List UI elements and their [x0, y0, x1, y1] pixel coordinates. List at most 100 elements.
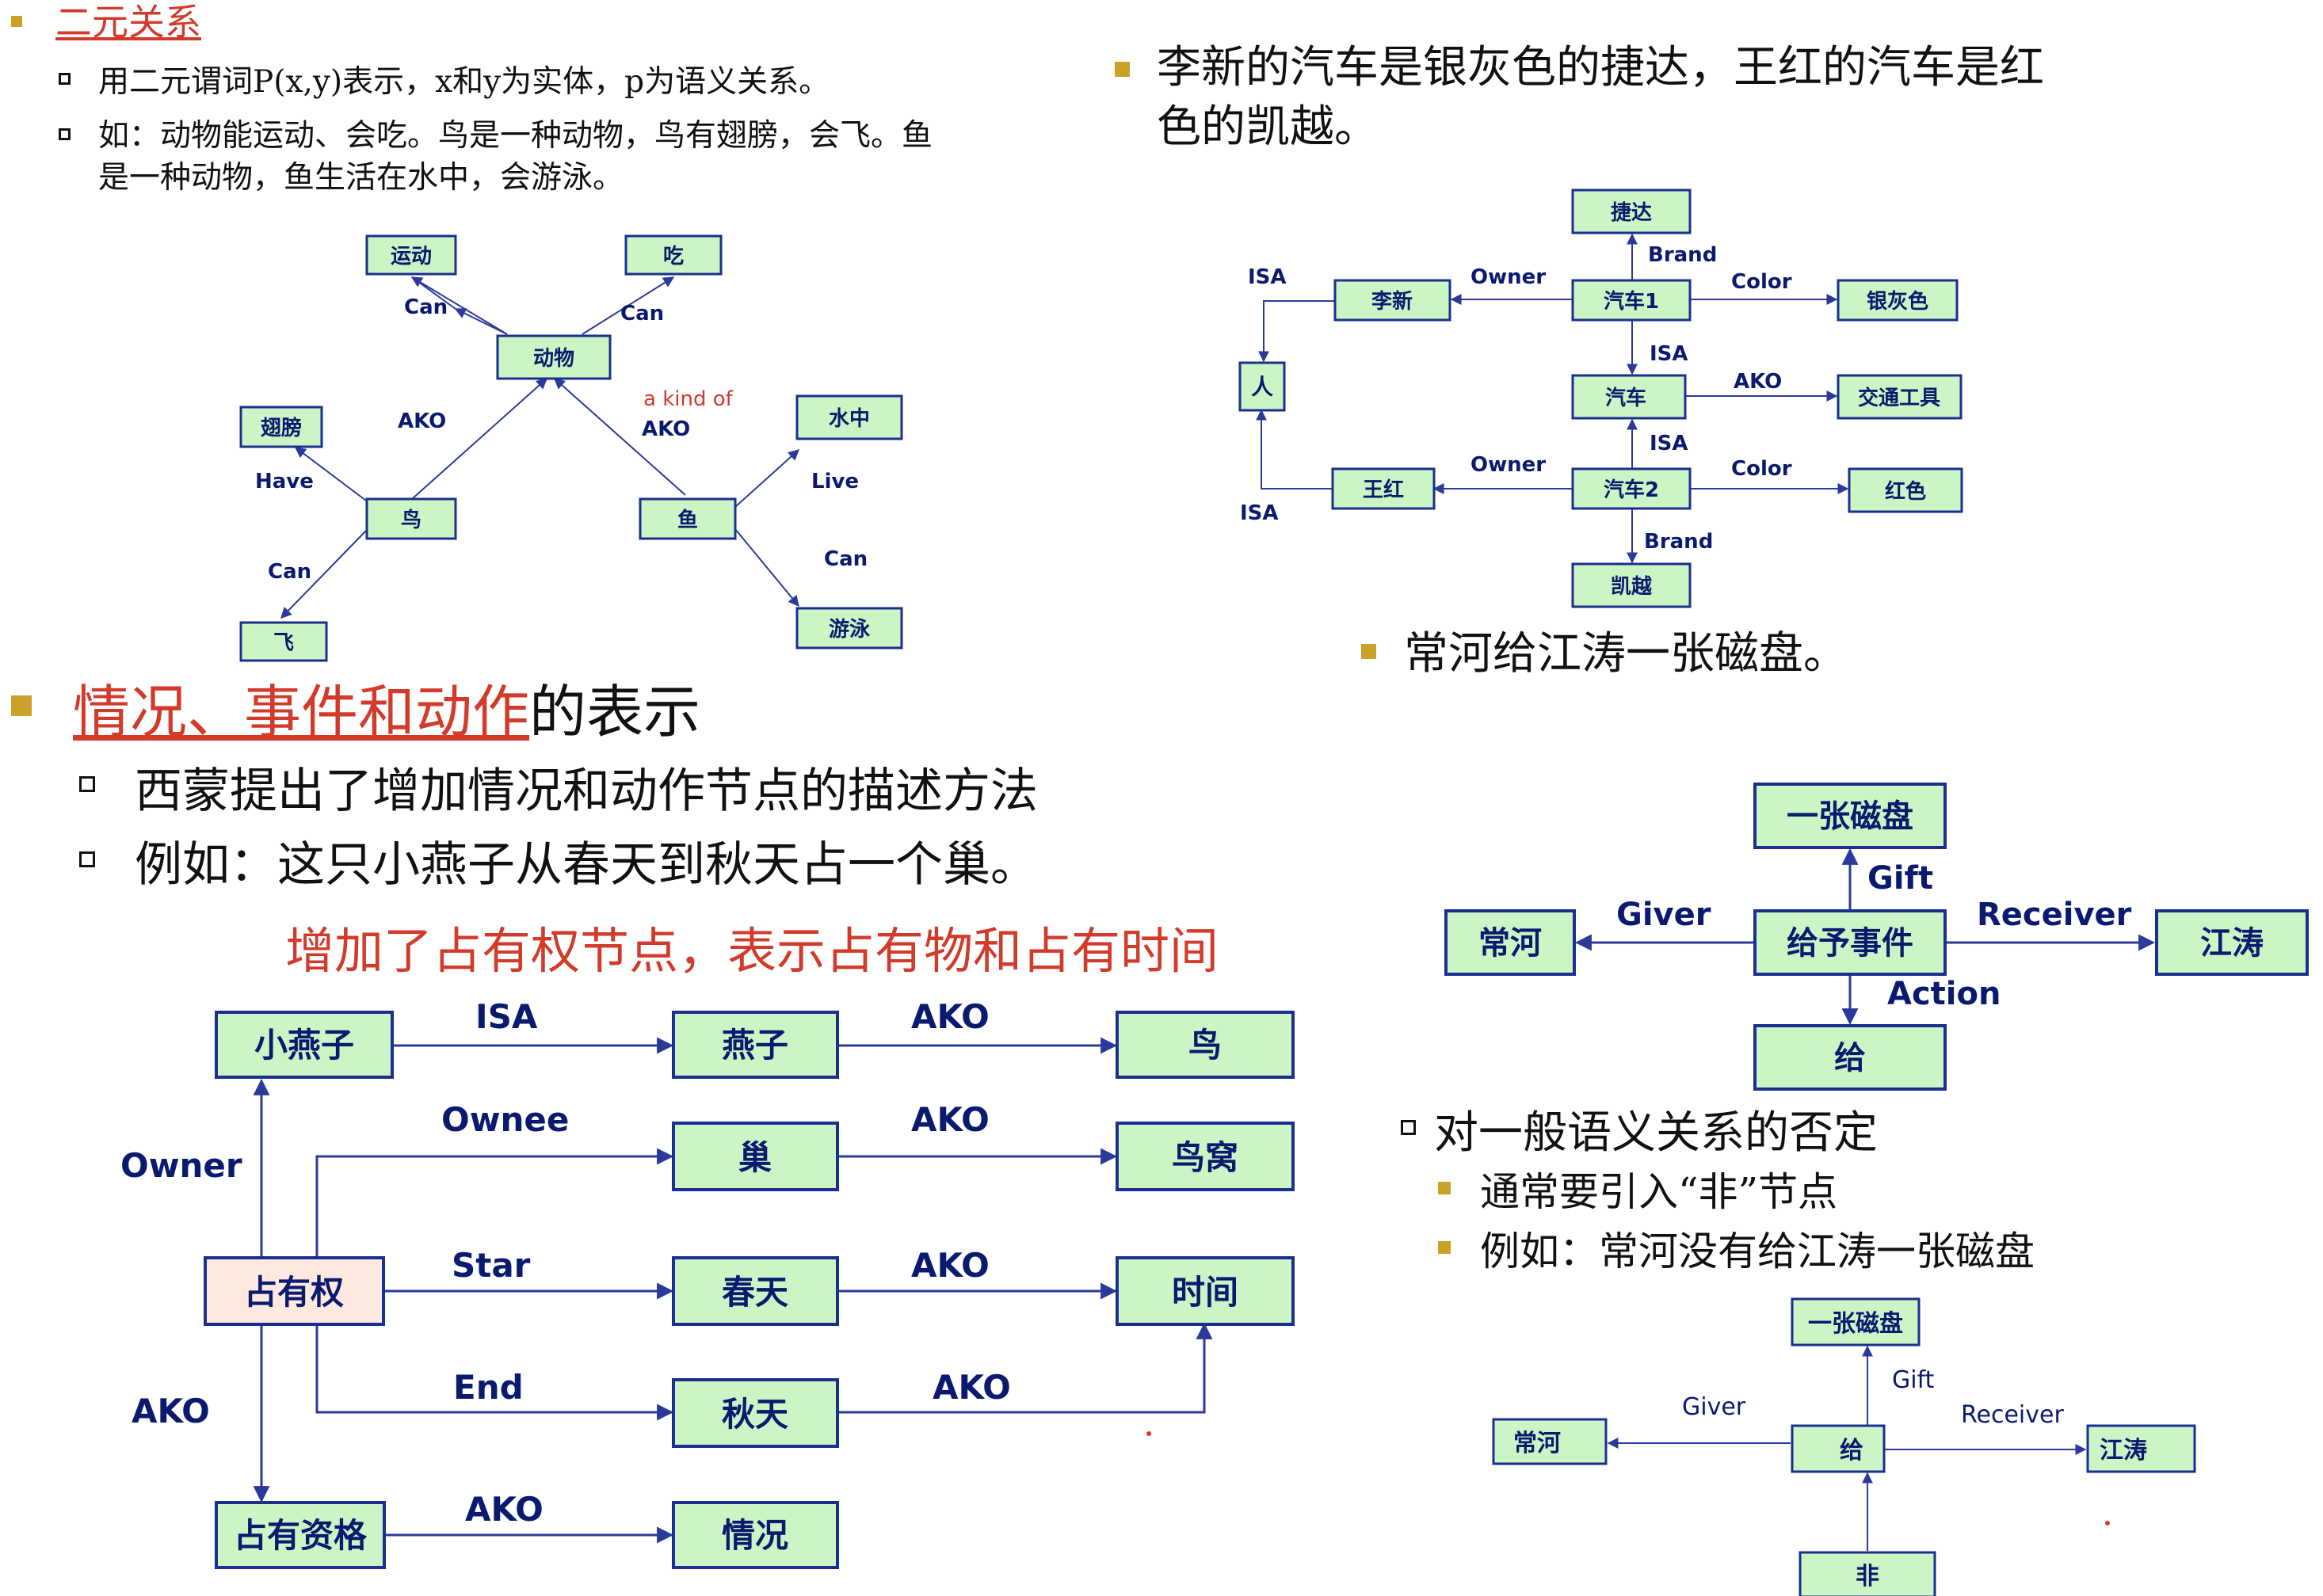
edge-label-star: Star [452, 1246, 531, 1285]
svg-text:银灰色: 银灰色 [1867, 289, 1928, 314]
list-item: 如：动物能运动、会吃。鸟是一种动物，鸟有翅膀，会飞。鱼 [98, 118, 933, 154]
bullet-checkbox [1401, 1120, 1416, 1135]
svg-text:动物: 动物 [533, 347, 574, 371]
node-animal: 动物 [496, 334, 612, 380]
node-vehicle: 交通工具 [1837, 374, 1963, 420]
edge-label-color: Color [1731, 457, 1792, 481]
edge [734, 528, 799, 608]
edge-label-ako: AKO [642, 417, 690, 441]
edge-label-isa: ISA [1650, 432, 1688, 455]
bullet-square [11, 16, 22, 27]
list-item-continuation: 是一种动物，鱼生活在水中，会游泳。 [98, 160, 624, 196]
svg-text:给: 给 [1840, 1437, 1863, 1465]
svg-text:汽车1: 汽车1 [1604, 289, 1659, 314]
node-time: 时间 [1116, 1256, 1295, 1326]
edge-label-gift: Gift [1892, 1366, 1935, 1394]
edge-label-ownee: Ownee [441, 1100, 569, 1139]
node-red: 红色 [1848, 467, 1963, 513]
svg-text:捷达: 捷达 [1611, 201, 1652, 225]
node-jiangtao: 江涛 [2155, 909, 2309, 976]
node-disk: 一张磁盘 [1753, 783, 1947, 849]
node-wanghong: 王红 [1331, 467, 1436, 510]
edge-label-end: End [453, 1368, 524, 1407]
edge-label-isa: ISA [475, 997, 538, 1036]
svg-text:游泳: 游泳 [829, 618, 871, 642]
edge-label-isa: ISA [1240, 501, 1279, 525]
negation-item: 通常要引入“非”节点 [1480, 1169, 1838, 1215]
edge [280, 530, 367, 619]
svg-text:凯越: 凯越 [1611, 575, 1653, 599]
edge-label-ako: AKO [911, 1100, 990, 1139]
svg-text:占有资格: 占有资格 [234, 1516, 368, 1555]
edge-label-can: Can [268, 560, 311, 584]
bullet-checkbox [79, 851, 95, 867]
svg-text:一张磁盘: 一张磁盘 [1787, 798, 1913, 835]
edge-label-color: Color [1731, 270, 1792, 294]
svg-text:水中: 水中 [829, 407, 870, 431]
edge-label-giver: Giver [1616, 897, 1711, 933]
node-jetta: 捷达 [1571, 189, 1692, 234]
svg-text:鸟窝: 鸟窝 [1172, 1138, 1238, 1177]
edge-label-receiver: Receiver [1977, 897, 2132, 933]
svg-text:一张磁盘: 一张磁盘 [1808, 1310, 1903, 1338]
edge [294, 447, 367, 501]
example-sentence-line1: 李新的汽车是银灰色的捷达，王红的汽车是红 [1157, 42, 2044, 93]
svg-text:占有权: 占有权 [244, 1273, 344, 1312]
edge [1256, 409, 1333, 489]
node-disk: 一张磁盘 [1791, 1297, 1921, 1347]
example-sentence-line2: 色的凯越。 [1157, 101, 1379, 153]
node-wing: 翅膀 [239, 406, 323, 448]
diagram-situation: 小燕子 燕子 鸟 巢 鸟窝 占有权 春天 时间 秋天 占有资格 情况 ISA A… [120, 997, 1295, 1569]
bullet-square [1438, 1182, 1451, 1194]
edge-label-isa: ISA [1650, 342, 1688, 366]
node-kaiyue: 凯越 [1571, 562, 1692, 608]
edge-label-receiver: Receiver [1961, 1401, 2064, 1429]
edge-label-brand: Brand [1648, 243, 1717, 267]
node-move: 运动 [365, 234, 457, 276]
section-heading-situation: 情况、事件和动作的表示 [73, 665, 700, 748]
svg-text:吃: 吃 [663, 245, 684, 269]
svg-text:非: 非 [1856, 1563, 1879, 1590]
negation-heading: 对一般语义关系的否定 [1434, 1107, 1878, 1159]
diagram-binary-relation: 运动 吃 动物 翅膀 水中 鸟 鱼 飞 游泳 Can Can AKO a kin… [239, 234, 903, 662]
svg-text:汽车: 汽车 [1605, 386, 1646, 410]
edge-label-action: Action [1887, 976, 2001, 1012]
node-person: 人 [1238, 361, 1286, 412]
edge-label-owner: Owner [120, 1146, 242, 1185]
stray-dot [1146, 1431, 1151, 1436]
node-eat: 吃 [624, 234, 723, 276]
edge-label-can: Can [404, 295, 448, 319]
diagram-cars: 捷达 李新 汽车1 银灰色 人 汽车 交通工具 王红 汽车2 红色 凯越 ISA… [1238, 189, 1963, 608]
diagram-note: 增加了占有权节点，表示占有物和占有时间 [285, 922, 1219, 980]
svg-text:汽车2: 汽车2 [1604, 478, 1659, 502]
section-heading-binary-relation: 二元关系 [55, 1, 201, 44]
svg-text:情况: 情况 [722, 1516, 788, 1555]
edge-label-brand: Brand [1644, 530, 1713, 554]
node-qualification: 占有资格 [215, 1501, 386, 1569]
svg-text:江涛: 江涛 [2100, 1437, 2147, 1465]
svg-text:红色: 红色 [1885, 479, 1926, 504]
edge [410, 276, 508, 335]
list-item: 用二元谓词P(x,y)表示，x和y为实体，p为语义关系。 [98, 64, 830, 100]
svg-text:小燕子: 小燕子 [254, 1026, 354, 1065]
svg-text:常河: 常河 [1478, 925, 1542, 962]
stray-dot [2105, 1521, 2110, 1526]
node-spring: 春天 [672, 1256, 839, 1326]
bullet-square [11, 695, 32, 716]
edge-label-ako: AKO [933, 1368, 1011, 1407]
edge [411, 276, 456, 310]
svg-text:鸟: 鸟 [1188, 1026, 1222, 1065]
bullet-checkbox [59, 73, 71, 85]
edge-label-can: Can [824, 547, 868, 571]
node-swallow: 燕子 [672, 1011, 839, 1079]
svg-text:人: 人 [1251, 374, 1273, 400]
edge-label-ako: AKO [398, 409, 446, 433]
edge [454, 308, 508, 335]
edge-label-can: Can [620, 302, 664, 326]
edge-label-ako: AKO [911, 997, 990, 1036]
svg-text:翅膀: 翅膀 [261, 416, 302, 440]
node-nest: 巢 [672, 1122, 839, 1191]
svg-text:时间: 时间 [1172, 1273, 1238, 1312]
svg-text:江涛: 江涛 [2200, 925, 2264, 962]
